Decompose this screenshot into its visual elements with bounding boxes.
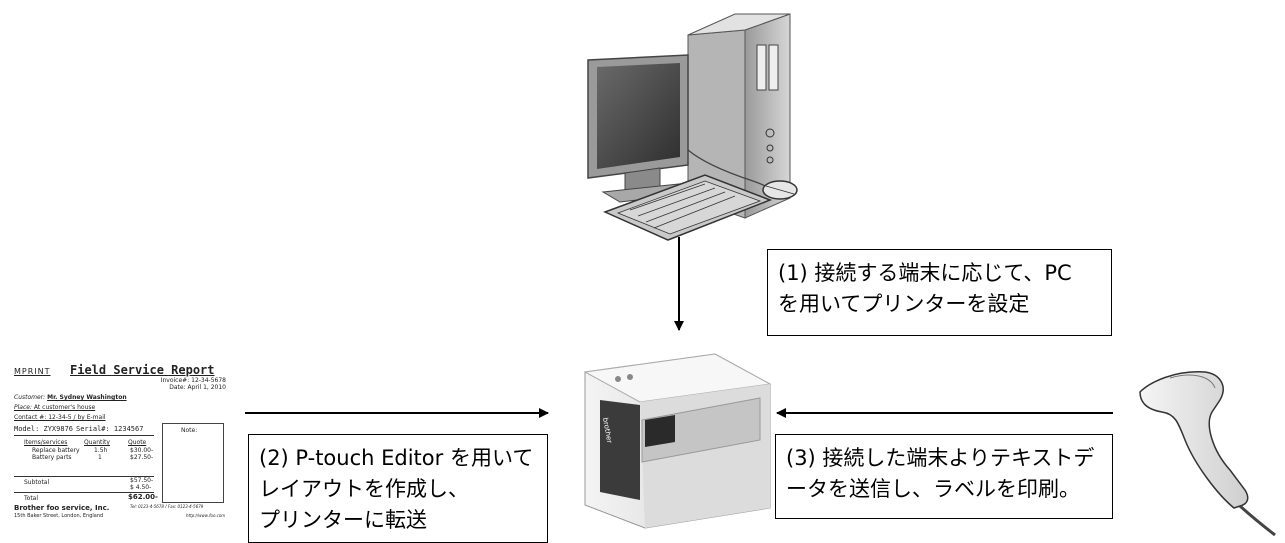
report-row-item: Replace battery: [32, 447, 80, 454]
report-row-qty: 1.5h: [94, 447, 108, 454]
report-total: $62.00-: [128, 493, 158, 501]
report-address: 15th Baker Street, London, England: [14, 513, 104, 519]
report-row-qty: 1: [98, 454, 102, 461]
report-total-label: Total: [24, 495, 39, 502]
report-place-label: Place:: [14, 404, 32, 411]
callout-step2-line1: (2) P-touch Editor を用いて: [259, 446, 534, 470]
callout-step1-line1: (1) 接続する端末に応じて、PC: [778, 261, 1072, 285]
report-col-qty: Quantity: [84, 439, 110, 446]
report-logo: MPRINT: [14, 367, 51, 376]
pc-tower-icon: [687, 13, 791, 219]
report-web: http://www.foo.com: [186, 513, 226, 518]
report-note-box: Note:: [162, 423, 224, 503]
callout-step1-line2: を用いてプリンターを設定: [778, 292, 1030, 316]
report-title: Field Service Report: [70, 363, 215, 377]
report-subtotal-divider: [14, 476, 154, 477]
report-customer: Mr. Sydney Washington: [47, 394, 127, 401]
report-divider: [14, 435, 154, 436]
callout-step2: (2) P-touch Editor を用いて レイアウトを作成し、 プリンター…: [248, 434, 548, 543]
report-invoice: Invoice#: 12-34-5678: [160, 377, 226, 384]
report-col-items: Items/services: [24, 439, 68, 446]
report-row-item: Battery parts: [32, 454, 72, 461]
report-col-quote: Quote: [128, 439, 147, 446]
report-row-quote: $27.50-: [130, 454, 154, 461]
report-serial: Serial#: 1234567: [76, 425, 144, 433]
report-total-divider: [14, 492, 154, 493]
callout-step1: (1) 接続する端末に応じて、PC を用いてプリンターを設定: [767, 249, 1112, 336]
callout-step3: (3) 接続した端末よりテキストデ ータを送信し、ラベルを印刷。: [775, 434, 1113, 519]
report-customer-label: Customer:: [14, 394, 46, 401]
callout-step3-line1: (3) 接続した端末よりテキストデ: [786, 446, 1095, 470]
report-contact: Contact #: 12-34-5 / by E-mail: [14, 414, 106, 421]
report-place: At customer's house: [33, 404, 96, 411]
barcode-scanner-icon: [1139, 371, 1276, 537]
report-model: Model: ZYX9876: [14, 425, 74, 433]
report-company: Brother foo service, Inc.: [14, 504, 110, 512]
report-tel: Tel: 0123-4-5678 / Fax: 0123-4-5679: [130, 504, 204, 509]
callout-step2-line3: プリンターに転送: [259, 508, 427, 532]
callout-step2-line2: レイアウトを作成し、: [259, 477, 469, 501]
report-date: Date: April 1, 2010: [169, 384, 226, 391]
keyboard-icon: [603, 174, 773, 241]
report-row-quote: $30.00-: [130, 447, 154, 454]
report-subtotal-label: Subtotal: [24, 479, 50, 486]
label-printer-icon: brother: [583, 353, 772, 529]
report-subtotal: $57.50-: [130, 477, 154, 484]
mouse-icon: [687, 149, 798, 200]
monitor-icon: [587, 54, 707, 203]
report-note-label: Note:: [181, 427, 198, 434]
callout-step3-line2: ータを送信し、ラベルを印刷。: [786, 477, 1080, 501]
field-service-report-document: MPRINT Field Service Report Invoice#: 12…: [10, 363, 230, 523]
report-tax: $ 4.50-: [130, 484, 152, 491]
